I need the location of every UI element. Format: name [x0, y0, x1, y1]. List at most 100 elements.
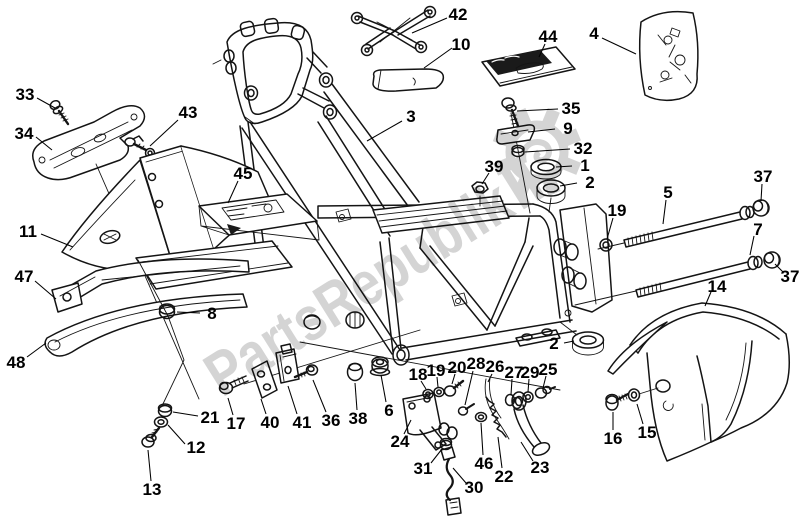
callout-leader-19 [436, 376, 439, 388]
callout-leader-48 [26, 342, 47, 358]
callout-37: 37 [781, 267, 799, 286]
callout-leader-2 [559, 182, 578, 187]
callout-7: 7 [753, 220, 762, 239]
stand-spring [485, 396, 507, 438]
callout-leader-30 [452, 467, 467, 484]
callout-leader-44 [538, 43, 546, 58]
callout-33: 33 [16, 85, 35, 104]
callout-19: 19 [427, 361, 446, 380]
axle-bolt-5 [597, 199, 770, 250]
callout-leader-5 [662, 199, 667, 225]
callout-43: 43 [179, 103, 198, 122]
chain-guard [44, 258, 250, 357]
callout-leader-45 [227, 180, 239, 204]
callout-leader-26 [487, 373, 493, 383]
callout-leader-42 [411, 17, 448, 34]
callout-24: 24 [391, 432, 410, 451]
fastener-stack-21-12-13 [141, 403, 173, 448]
callout-leader-19 [606, 217, 614, 240]
callout-15: 15 [638, 423, 657, 442]
star-bracket [350, 5, 437, 57]
callout-leader-41 [287, 385, 298, 415]
callout-leader-28 [464, 370, 474, 406]
callout-11: 11 [19, 222, 37, 241]
callout-22: 22 [495, 467, 514, 486]
callout-leader-11 [40, 233, 74, 248]
callout-leader-13 [147, 449, 152, 482]
callout-13: 13 [143, 480, 162, 499]
callout-1: 1 [580, 156, 589, 175]
rear-fender-assembly [61, 145, 320, 290]
callout-19: 19 [608, 201, 627, 220]
callout-leader-3 [366, 120, 403, 142]
callout-17: 17 [227, 414, 246, 433]
callout-46: 46 [475, 454, 494, 473]
axle-bolt-7 [574, 251, 781, 306]
callout-leader-37 [774, 263, 784, 273]
callout-leader-21 [172, 411, 199, 417]
callout-6: 6 [384, 401, 393, 420]
callout-4: 4 [589, 24, 599, 43]
diagram-lineart [32, 5, 790, 516]
bushing-2-lower [559, 321, 605, 356]
callout-leader-36 [312, 379, 327, 413]
callout-45: 45 [234, 164, 253, 183]
callout-leader-43 [149, 119, 179, 147]
callout-47: 47 [15, 267, 34, 286]
callout-10: 10 [452, 35, 471, 54]
callout-41: 41 [293, 413, 312, 432]
stand-mount-fasteners [218, 329, 421, 399]
callout-31: 31 [414, 459, 433, 478]
callout-leader-47 [34, 280, 57, 300]
callout-28: 28 [467, 354, 486, 373]
callout-2: 2 [549, 334, 558, 353]
callout-leader-2 [563, 340, 575, 344]
callout-42: 42 [449, 5, 468, 24]
callout-12: 12 [187, 438, 206, 457]
callout-9: 9 [563, 119, 572, 138]
callout-39: 39 [485, 157, 504, 176]
callout-36: 36 [322, 411, 341, 430]
plate-bracket-34 [32, 105, 200, 400]
stand-switch-cable [445, 457, 454, 502]
callout-35: 35 [562, 99, 581, 118]
callout-14: 14 [708, 277, 727, 296]
callout-leader-14 [704, 291, 712, 307]
frame-rear-trellis [303, 181, 613, 366]
callout-21: 21 [201, 408, 220, 427]
callout-leader-18 [420, 380, 427, 390]
screw-33 [49, 99, 70, 126]
callout-32: 32 [574, 139, 593, 158]
seat-pad [372, 68, 445, 92]
callout-leader-38 [354, 382, 358, 411]
callout-leader-10 [423, 47, 453, 69]
callout-16: 16 [604, 429, 623, 448]
callout-leader-33 [36, 97, 56, 109]
callout-37: 37 [754, 167, 773, 186]
callout-leader-9 [527, 128, 556, 133]
callout-3: 3 [406, 107, 415, 126]
callout-leader-22 [497, 436, 503, 469]
callout-25: 25 [539, 360, 558, 379]
callout-leader-32 [524, 148, 571, 153]
callout-leader-29 [527, 378, 530, 393]
side-stand-assembly [299, 341, 561, 516]
callout-44: 44 [539, 27, 558, 46]
callout-leader-4 [601, 37, 637, 55]
stand-rod [484, 377, 510, 440]
callout-leader-7 [749, 235, 755, 256]
frame-seat-rails [239, 83, 420, 355]
callout-40: 40 [261, 413, 280, 432]
decal-sheet [638, 10, 699, 102]
callout-leader-20 [451, 373, 456, 385]
callout-leader-8 [176, 311, 201, 314]
callout-20: 20 [448, 358, 467, 377]
callout-leader-6 [380, 374, 387, 403]
callout-29: 29 [521, 363, 540, 382]
callout-leader-37 [760, 183, 763, 202]
callout-23: 23 [531, 458, 550, 477]
callout-leader-34 [35, 136, 53, 151]
callout-30: 30 [465, 478, 484, 497]
